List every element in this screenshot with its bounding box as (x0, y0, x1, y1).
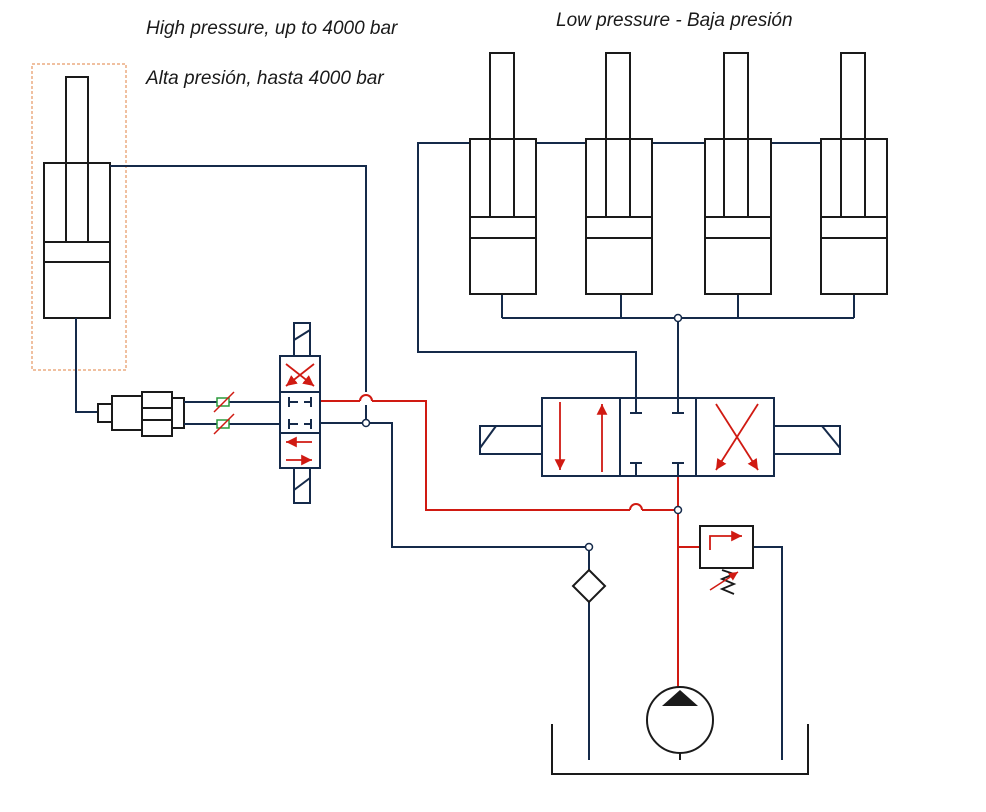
high-pressure-cylinder-rod (65, 76, 89, 164)
high-pressure-cylinder-group (31, 63, 127, 371)
low-pressure-cylinder-4 (820, 52, 888, 295)
pressure-lines (318, 394, 700, 690)
low-pressure-cylinder-3 (704, 52, 772, 295)
filter (571, 568, 607, 604)
high-pressure-highlight-box (31, 63, 127, 371)
junction-dots (361, 313, 683, 552)
tank (551, 724, 809, 775)
high-pressure-label-en: High pressure, up to 4000 bar (146, 18, 398, 39)
pressure-relief-valve (699, 525, 754, 595)
low-pressure-label: Low pressure - Baja presión (556, 10, 793, 31)
high-pressure-cylinder-body (43, 162, 111, 319)
hydraulic-pump (646, 686, 714, 760)
high-pressure-directional-valve (279, 322, 321, 504)
coupler-check-indicators (213, 391, 235, 435)
high-pressure-valve-arrows (285, 363, 315, 466)
dark-lines (75, 142, 855, 760)
quick-coupler (97, 391, 280, 437)
low-pressure-cylinder-1 (469, 52, 537, 295)
low-pressure-cylinder-2 (585, 52, 653, 295)
high-pressure-label-es: Alta presión, hasta 4000 bar (146, 68, 384, 89)
low-pressure-directional-valve (479, 397, 841, 477)
low-pressure-valve-arrows (554, 402, 759, 472)
